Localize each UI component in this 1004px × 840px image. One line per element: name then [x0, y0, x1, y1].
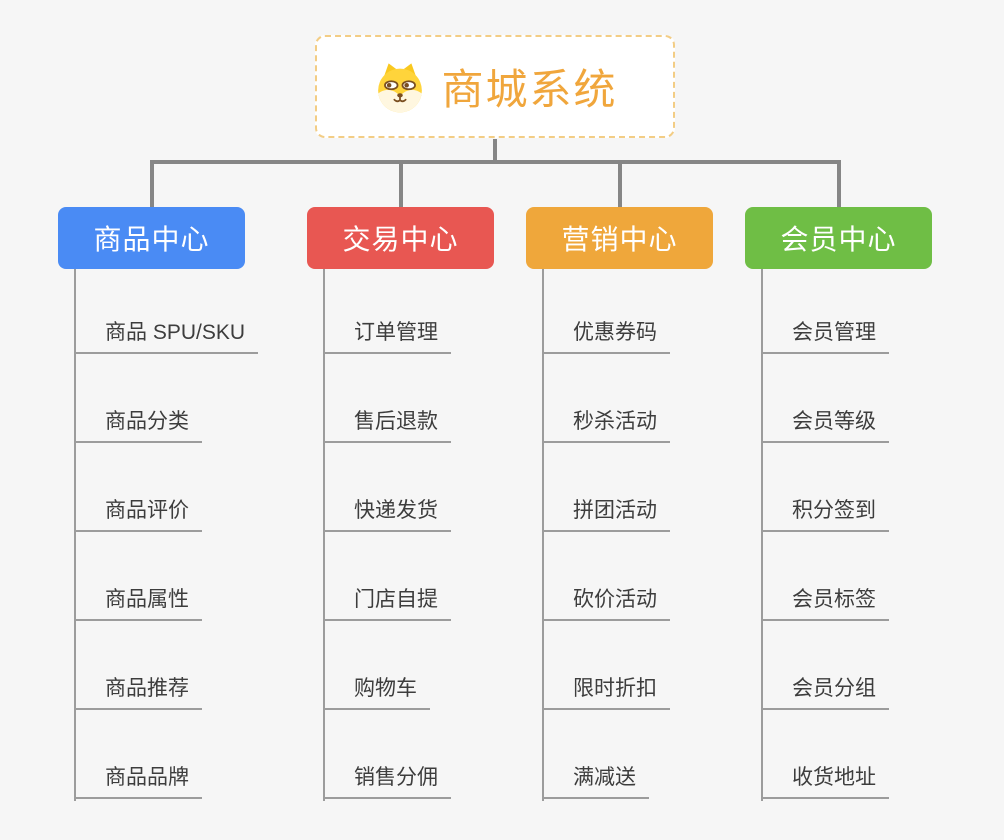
leaf-node[interactable]: 会员分组: [761, 677, 889, 710]
leaf-node[interactable]: 订单管理: [323, 321, 451, 354]
branch-connector-rail: [149, 160, 841, 164]
leaf-node[interactable]: 限时折扣: [542, 677, 670, 710]
leaf-node[interactable]: 优惠券码: [542, 321, 670, 354]
leaf-node[interactable]: 售后退款: [323, 410, 451, 443]
branch-label: 交易中心: [342, 224, 459, 255]
leaf-node[interactable]: 积分签到: [761, 499, 889, 532]
branch-header-4[interactable]: 会员中心: [745, 207, 932, 269]
branch-label: 会员中心: [780, 224, 897, 255]
root-title: 商城系统: [441, 66, 618, 113]
branch-header-1[interactable]: 商品中心: [58, 207, 245, 269]
branch-header-2[interactable]: 交易中心: [307, 207, 494, 269]
leaf-node[interactable]: 商品推荐: [74, 677, 202, 710]
branch-connector-drop: [617, 160, 622, 207]
leaf-node[interactable]: 商品评价: [74, 499, 202, 532]
branch-trunk-line: [542, 269, 544, 801]
leaf-node[interactable]: 门店自提: [323, 588, 451, 621]
leaf-node[interactable]: 销售分佣: [323, 766, 451, 799]
branch-header-3[interactable]: 营销中心: [526, 207, 713, 269]
branch-label: 营销中心: [561, 224, 678, 255]
branch-connector-drop: [149, 160, 154, 207]
leaf-node[interactable]: 拼团活动: [542, 499, 670, 532]
branch-trunk-line: [323, 269, 325, 801]
leaf-node[interactable]: 会员标签: [761, 588, 889, 621]
leaf-node[interactable]: 商品品牌: [74, 766, 202, 799]
leaf-node[interactable]: 会员管理: [761, 321, 889, 354]
leaf-node[interactable]: 砍价活动: [542, 588, 670, 621]
root-node[interactable]: 商城系统: [315, 35, 675, 138]
branch-connector-drop: [398, 160, 403, 207]
branch-connector-drop: [836, 160, 841, 207]
branch-trunk-line: [761, 269, 763, 801]
leaf-node[interactable]: 商品 SPU/SKU: [74, 321, 259, 354]
leaf-node[interactable]: 收货地址: [761, 766, 889, 799]
leaf-node[interactable]: 快递发货: [323, 499, 451, 532]
branch-label: 商品中心: [93, 224, 210, 255]
leaf-node[interactable]: 满减送: [542, 766, 649, 799]
leaf-node[interactable]: 商品分类: [74, 410, 202, 443]
dog-face-icon: [378, 62, 423, 112]
root-connector-stub: [493, 139, 497, 164]
leaf-node[interactable]: 商品属性: [74, 588, 202, 621]
branch-trunk-line: [74, 269, 76, 801]
leaf-node[interactable]: 购物车: [323, 677, 430, 710]
leaf-node[interactable]: 会员等级: [761, 410, 889, 443]
leaf-node[interactable]: 秒杀活动: [542, 410, 670, 443]
